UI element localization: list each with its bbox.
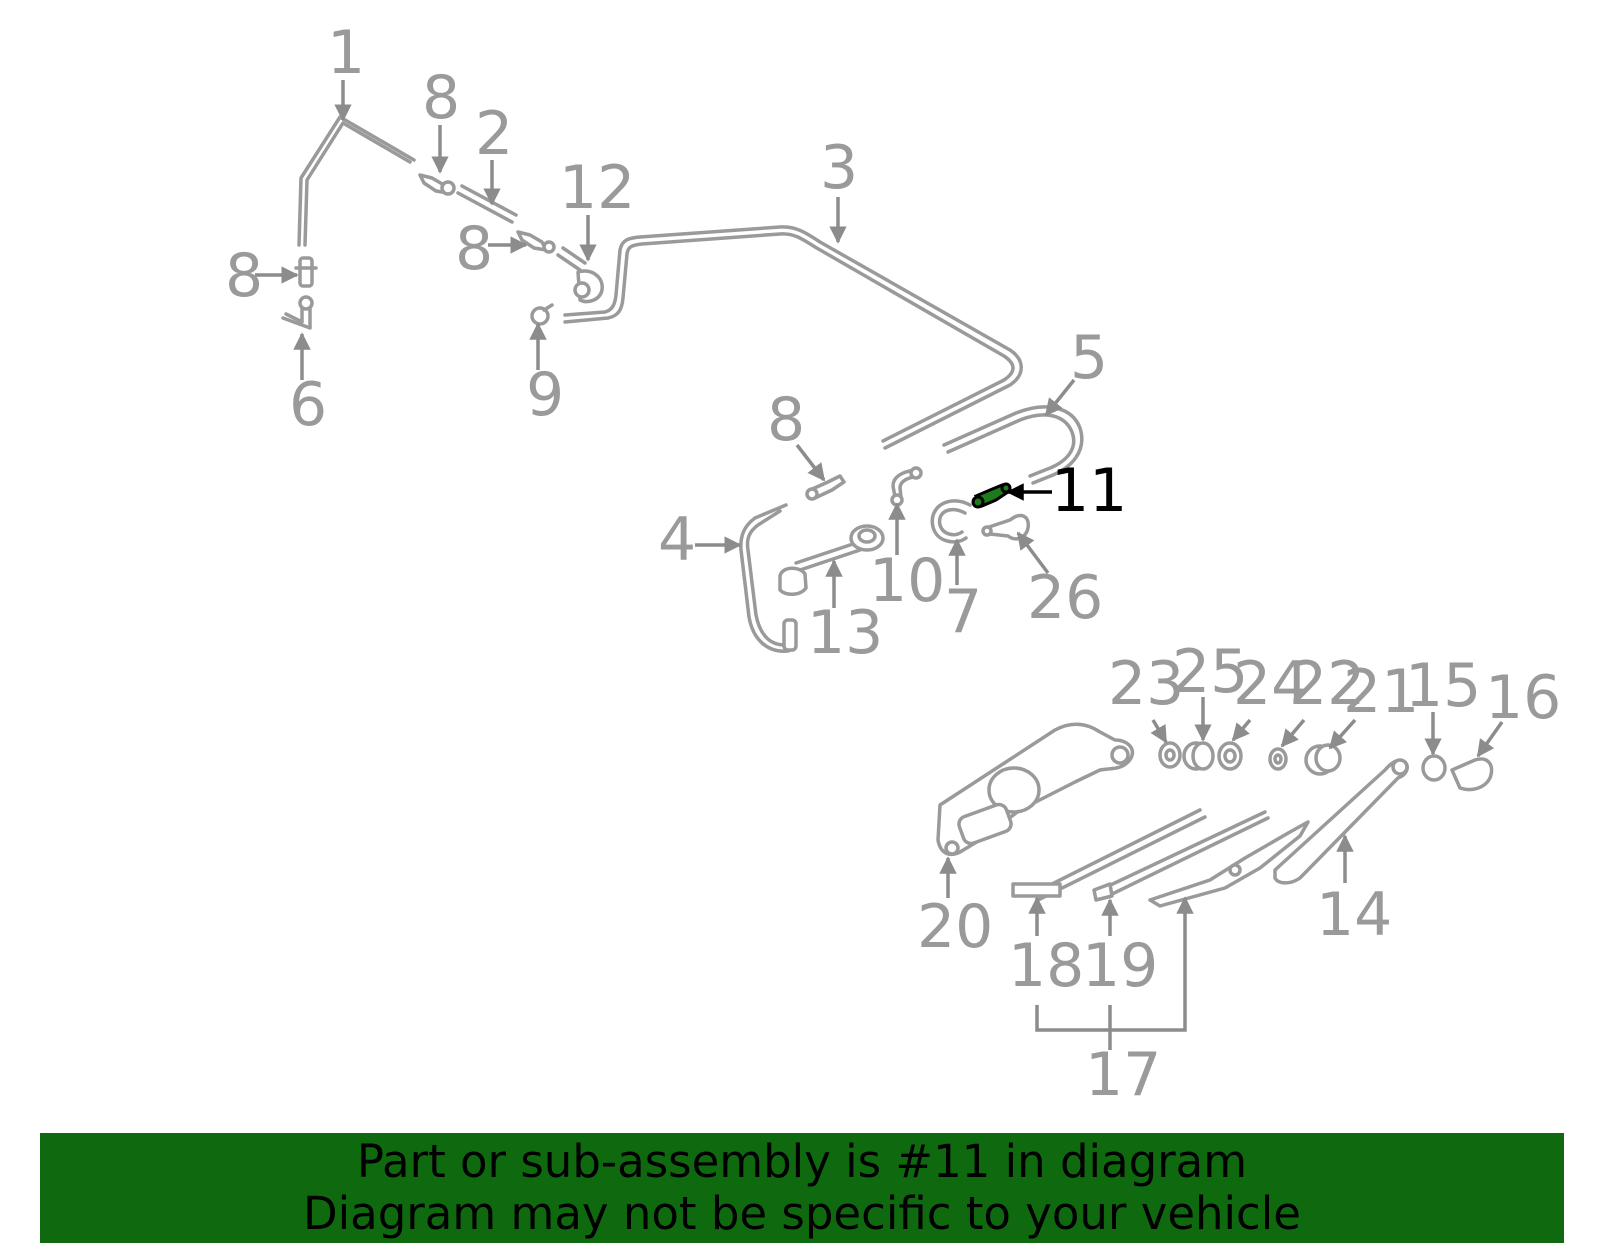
label-part-1: 1 [327,18,365,88]
blade-part-18 [1011,808,1207,902]
connector-part-8-left [294,256,318,288]
label-part-14: 14 [1316,880,1392,950]
label-part-9: 9 [526,360,564,430]
elbow-part-7 [930,499,972,544]
label-part-8-top: 8 [422,63,460,133]
label-part-6: 6 [289,370,327,440]
callout-arrows [255,80,1504,1050]
banner-line-1: Part or sub-assembly is #11 in diagram [356,1135,1248,1188]
label-part-5: 5 [1070,323,1108,393]
label-part-10: 10 [869,546,945,616]
cap-part-21 [1304,743,1342,776]
label-part-2: 2 [475,99,513,169]
label-part-15: 15 [1405,651,1481,721]
washer-part-24 [1217,741,1243,771]
info-banner: Part or sub-assembly is #11 in diagram D… [40,1133,1564,1243]
nozzle-part-13 [778,524,885,596]
label-part-18: 18 [1008,931,1084,1001]
elbow-part-6 [281,295,314,330]
motor-part-20 [936,722,1135,857]
arm-part-14 [1273,758,1409,885]
label-part-12: 12 [559,153,635,223]
clip-part-9 [530,303,554,326]
label-part-22: 22 [1289,649,1365,719]
hose-part-5 [942,405,1084,485]
hose-part-3 [563,225,1023,450]
label-part-26: 26 [1027,563,1103,633]
connector-part-8-top [418,173,456,196]
label-part-8-mid: 8 [455,214,493,284]
hose-part-1 [297,115,416,247]
label-part-19: 19 [1082,931,1158,1001]
nut-part-15 [1421,754,1447,782]
label-part-23: 23 [1108,649,1184,719]
connector-part-8-mid [516,230,556,254]
valve-part-11 [971,482,1012,509]
banner-line-2: Diagram may not be specific to your vehi… [303,1187,1301,1240]
label-part-17: 17 [1085,1040,1161,1110]
label-part-4: 4 [658,505,696,575]
label-part-11: 11 [1051,456,1127,526]
cap-part-16 [1450,757,1494,792]
elbow-part-10 [890,466,923,507]
fitting-part-12 [556,246,604,304]
blade-part-19 [1092,810,1270,902]
callout-labels: 1 8 2 12 3 8 8 6 9 5 8 11 4 10 7 26 13 2… [225,18,1561,1110]
washer-part-23 [1158,741,1182,769]
label-part-8-lower: 8 [767,385,805,455]
hose-part-4 [739,503,798,653]
label-part-8-left: 8 [225,241,263,311]
connector-part-8-lower [805,474,846,501]
label-part-21: 21 [1343,657,1419,727]
label-part-20: 20 [917,892,993,962]
bushing-part-25 [1182,741,1215,771]
label-part-13: 13 [807,598,883,668]
label-part-3: 3 [820,133,858,203]
washer-part-22 [1268,747,1288,771]
label-part-7: 7 [944,577,982,647]
label-part-25: 25 [1172,637,1248,707]
label-part-16: 16 [1485,663,1561,733]
label-part-24: 24 [1233,649,1309,719]
